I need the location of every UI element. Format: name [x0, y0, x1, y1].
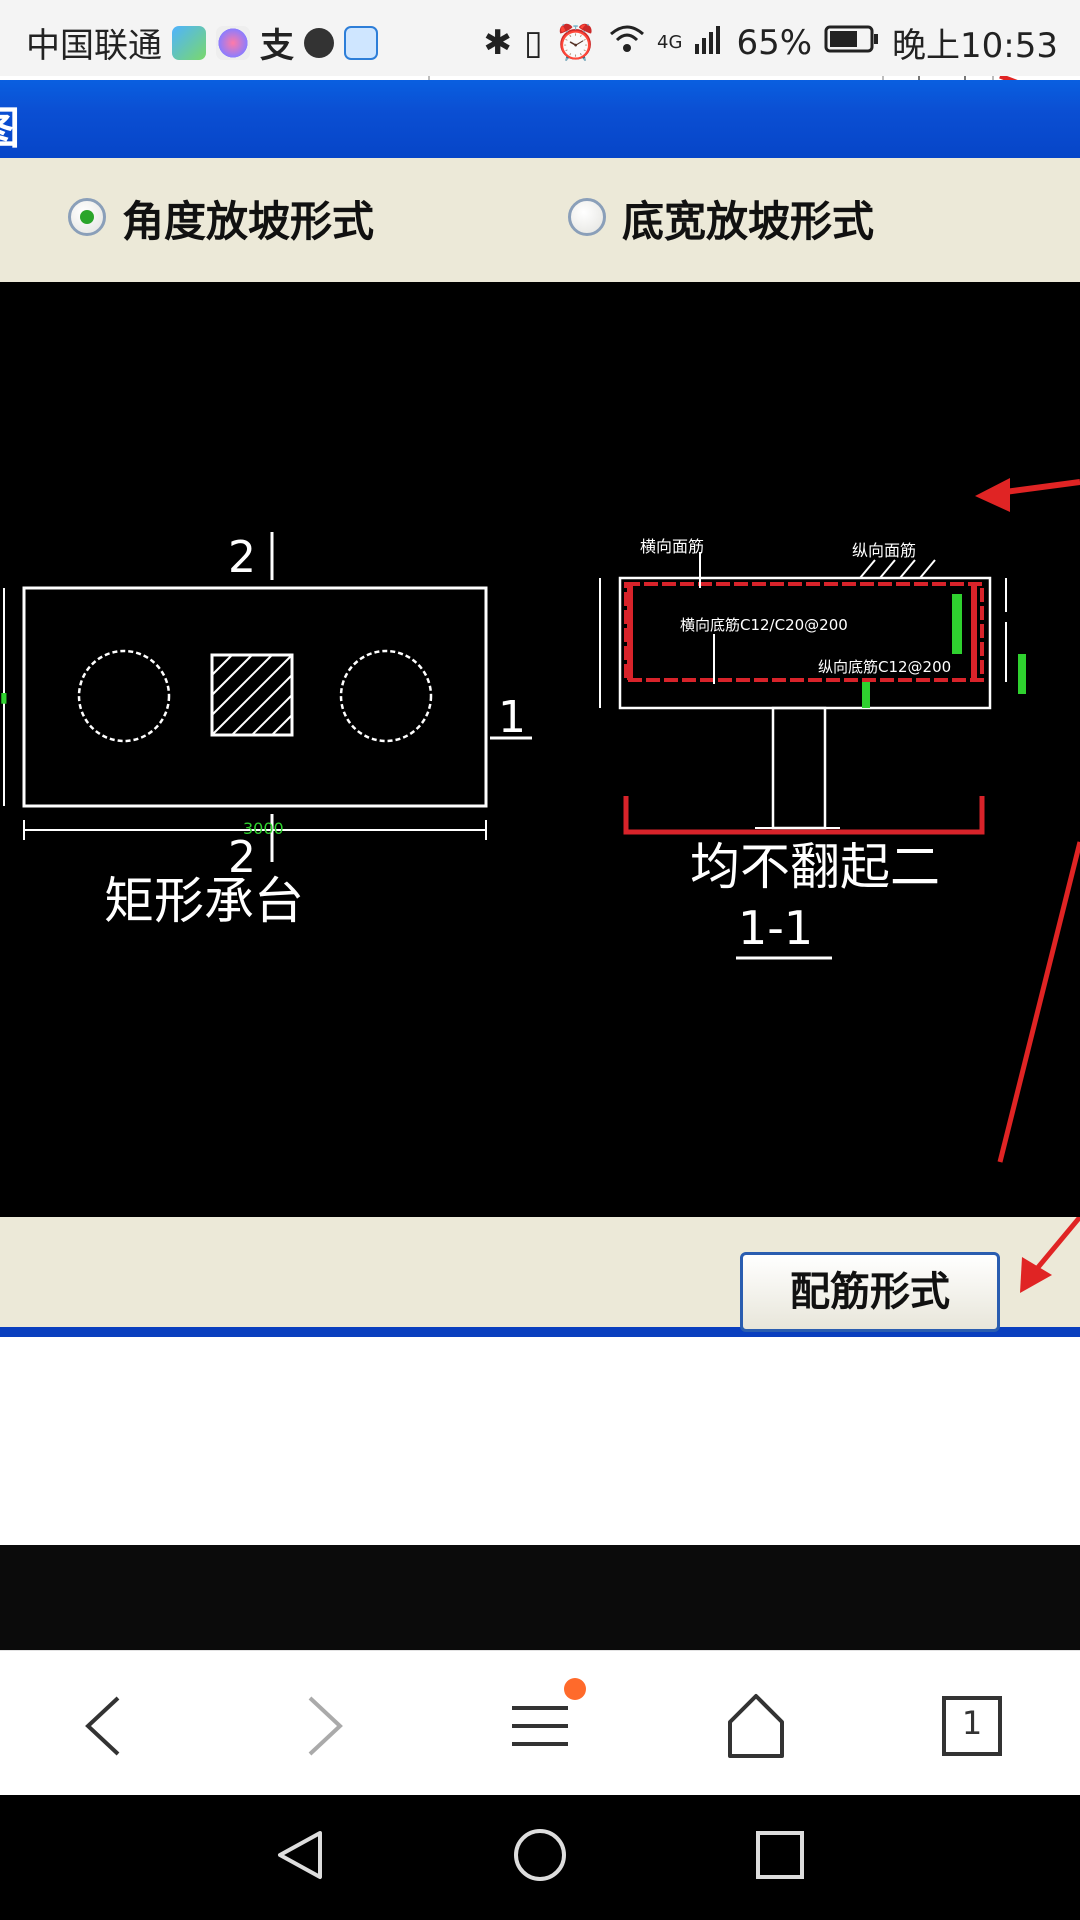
left-caption: 矩形承台: [104, 872, 304, 930]
pile-cap-diagram: 3000 ▮ 2 2 1 矩形承台: [0, 478, 1080, 1163]
web-image-content: 图 角度放坡形式 底宽放坡形式: [0, 76, 1080, 1650]
status-bar: 中国联通 支 ✱ ▯ ⏰ 4G 65% 晚上10:53: [0, 0, 1080, 76]
network-type-label: 4G: [657, 32, 683, 53]
chevron-right-icon: [308, 1696, 343, 1756]
radio-angle-slope[interactable]: [68, 198, 106, 236]
menu-icon: [512, 1706, 568, 1746]
section-mark-bottom: 2: [228, 832, 256, 883]
alarm-icon: ⏰: [554, 22, 598, 63]
annotation-arrow: [1020, 1217, 1080, 1293]
label-top-long-bar: 纵向面筋: [852, 541, 916, 560]
section-mark-top: 2: [228, 532, 256, 583]
image-bottom-band: [0, 1545, 1080, 1650]
signal-icon: [694, 23, 724, 63]
radio-label-angle-slope[interactable]: 角度放坡形式: [122, 197, 375, 246]
radio-bottom-width-slope[interactable]: [568, 198, 606, 236]
radio-label-bottom-width-slope[interactable]: 底宽放坡形式: [622, 197, 875, 246]
system-recents-icon[interactable]: [750, 1825, 810, 1885]
right-caption: 均不翻起二: [690, 838, 940, 896]
tabs-button[interactable]: 1: [932, 1686, 1012, 1766]
section-label: 1-1: [738, 901, 813, 955]
section-mark-side: 1: [498, 692, 526, 743]
system-back-icon[interactable]: [270, 1825, 330, 1885]
tabs-icon: [942, 1696, 1002, 1756]
dialog-footer: 配筋形式: [0, 1217, 1080, 1337]
menu-button[interactable]: [500, 1678, 586, 1766]
shield-icon: [304, 27, 334, 58]
width-dimension-label: 3000: [243, 819, 284, 838]
tab-count: 1: [961, 1704, 983, 1742]
slope-type-radio-group: 角度放坡形式 底宽放坡形式: [0, 158, 1080, 284]
dialog-titlebar: 图: [0, 80, 1080, 158]
wifi-icon: [609, 23, 645, 63]
home-button[interactable]: [716, 1686, 796, 1766]
home-icon: [728, 1694, 784, 1758]
alipay-icon: 支: [260, 26, 294, 66]
dialog-window: 图 角度放坡形式 底宽放坡形式: [0, 76, 1080, 1337]
carrier-label: 中国联通: [26, 26, 162, 66]
app-notification-icon: [172, 25, 206, 60]
forward-button[interactable]: [282, 1686, 362, 1766]
radio-selected-dot: [80, 210, 94, 224]
browser-toolbar: 1: [0, 1650, 1080, 1796]
svg-text:▮: ▮: [0, 690, 8, 706]
system-home-icon[interactable]: [510, 1825, 570, 1885]
system-navigation-bar: [0, 1795, 1080, 1920]
chevron-left-icon: [85, 1696, 120, 1756]
vibrate-icon: ▯: [523, 22, 543, 63]
bluetooth-icon: ✱: [483, 22, 512, 63]
label-top-cross-bar: 横向面筋: [640, 537, 704, 556]
clock: 晚上10:53: [892, 26, 1058, 66]
reinforcement-form-button[interactable]: 配筋形式: [740, 1252, 1000, 1332]
battery-percent: 65%: [736, 22, 813, 63]
dialog-title: 图: [0, 92, 20, 156]
cad-drawing-canvas: 3000 ▮ 2 2 1 矩形承台: [0, 282, 1080, 1217]
app-notification-icon: [216, 25, 250, 60]
app-notification-icon: [344, 25, 378, 60]
notification-dot: [564, 1678, 586, 1700]
back-button[interactable]: [66, 1686, 146, 1766]
battery-icon: [824, 23, 880, 63]
label-bottom-cross-bar: 横向底筋C12/C20@200: [680, 616, 848, 634]
label-bottom-long-bar: 纵向底筋C12@200: [818, 658, 951, 676]
